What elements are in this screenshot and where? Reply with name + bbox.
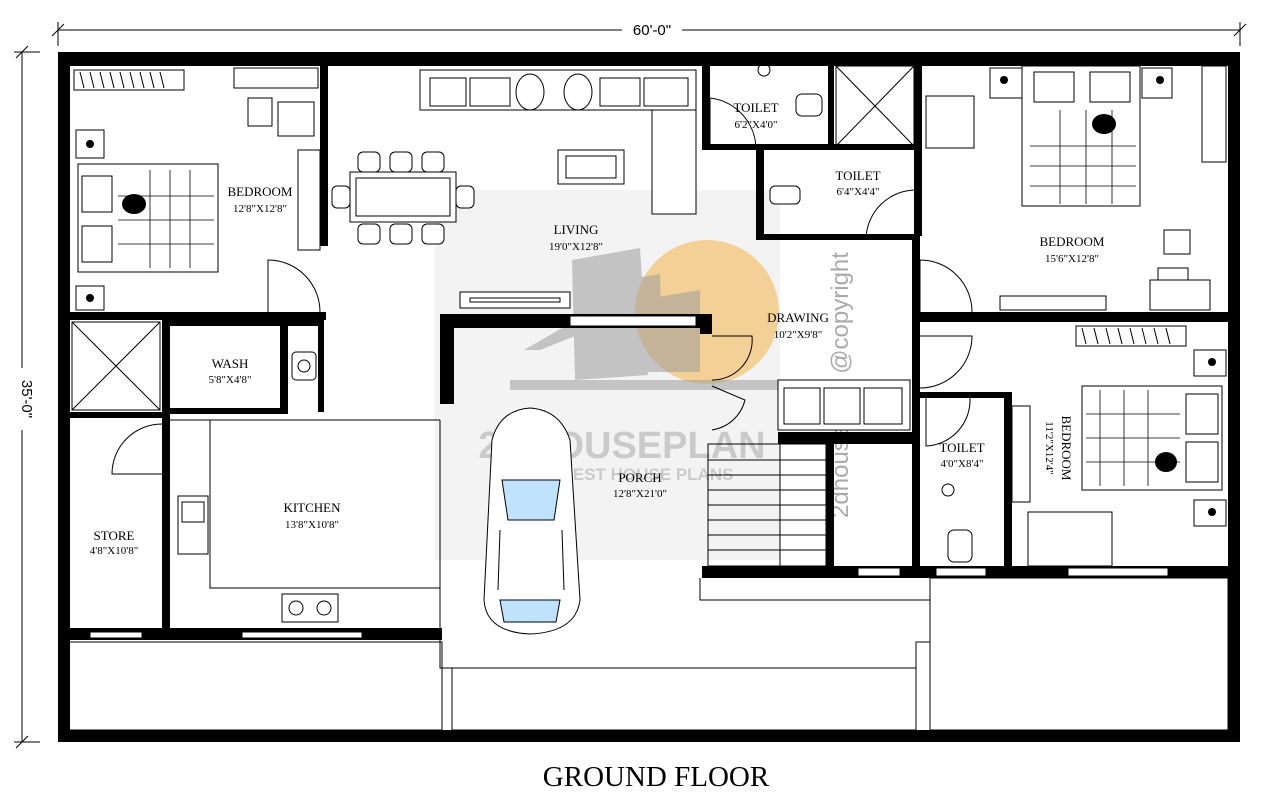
porch-size: 12'8"X21'0" — [613, 488, 667, 500]
living-furniture — [331, 69, 697, 309]
bedroom1-furniture — [73, 67, 321, 313]
width-dimension: 60'-0" — [51, 20, 1247, 46]
toilet3-name: TOILET — [939, 440, 984, 455]
kitchen-fixtures — [170, 419, 440, 623]
living-name: LIVING — [554, 222, 599, 237]
toilet-icon — [795, 93, 823, 117]
stove-icon — [281, 593, 339, 623]
bedroom3-name: BEDROOM — [1059, 415, 1074, 480]
bedroom2-size: 15'6"X12'8" — [1045, 253, 1099, 265]
wash-size: 5'8"X4'8" — [209, 374, 252, 386]
exterior-walls — [58, 52, 1240, 742]
drawing-name: DRAWING — [767, 310, 829, 325]
toilet3-fixtures — [925, 397, 973, 563]
bedroom2-furniture — [919, 65, 1227, 313]
bedroom1-name: BEDROOM — [227, 184, 292, 199]
toilet2-size: 6'4"X4'4" — [837, 186, 880, 198]
toilet3-size: 4'0"X8'4" — [941, 458, 984, 470]
bedroom3-furniture — [1011, 325, 1227, 567]
sink-icon — [291, 351, 317, 381]
store-name: STORE — [94, 528, 135, 543]
wash-name: WASH — [212, 356, 249, 371]
toilet-icon — [947, 529, 973, 563]
windows — [89, 315, 1169, 639]
drawing-size: 10'2"X9'8" — [774, 329, 822, 341]
depth-dimension: 35'-0" — [12, 45, 40, 749]
living-size: 19'0"X12'8" — [549, 241, 603, 253]
bedroom3-size: 11'2"X12'4" — [1043, 421, 1055, 474]
depth-dimension-label: 35'-0" — [18, 380, 35, 418]
bedroom2-name: BEDROOM — [1039, 234, 1104, 249]
floor-title: GROUND FLOOR — [543, 761, 770, 793]
wash-store-fixtures — [71, 321, 317, 475]
toilet1-size: 6'2"X4'0" — [735, 119, 778, 131]
toilet1-name: TOILET — [733, 100, 778, 115]
staircase — [707, 335, 827, 567]
wardrobe — [73, 69, 185, 91]
kitchen-size: 13'8"X10'8" — [285, 519, 339, 531]
porch-name: PORCH — [618, 470, 661, 485]
site-outline — [63, 420, 1229, 731]
room-labels: BEDROOM 12'8"X12'8" LIVING 19'0"X12'8" T… — [90, 100, 1105, 557]
car-icon — [483, 407, 581, 635]
drawing-furniture — [777, 335, 973, 431]
toilet2-name: TOILET — [835, 168, 880, 183]
width-dimension-label: 60'-0" — [633, 22, 671, 39]
store-size: 4'8"X10'8" — [90, 545, 138, 557]
toilet1-fixtures — [709, 63, 917, 241]
bedroom1-size: 12'8"X12'8" — [233, 203, 287, 215]
kitchen-name: KITCHEN — [283, 500, 341, 515]
